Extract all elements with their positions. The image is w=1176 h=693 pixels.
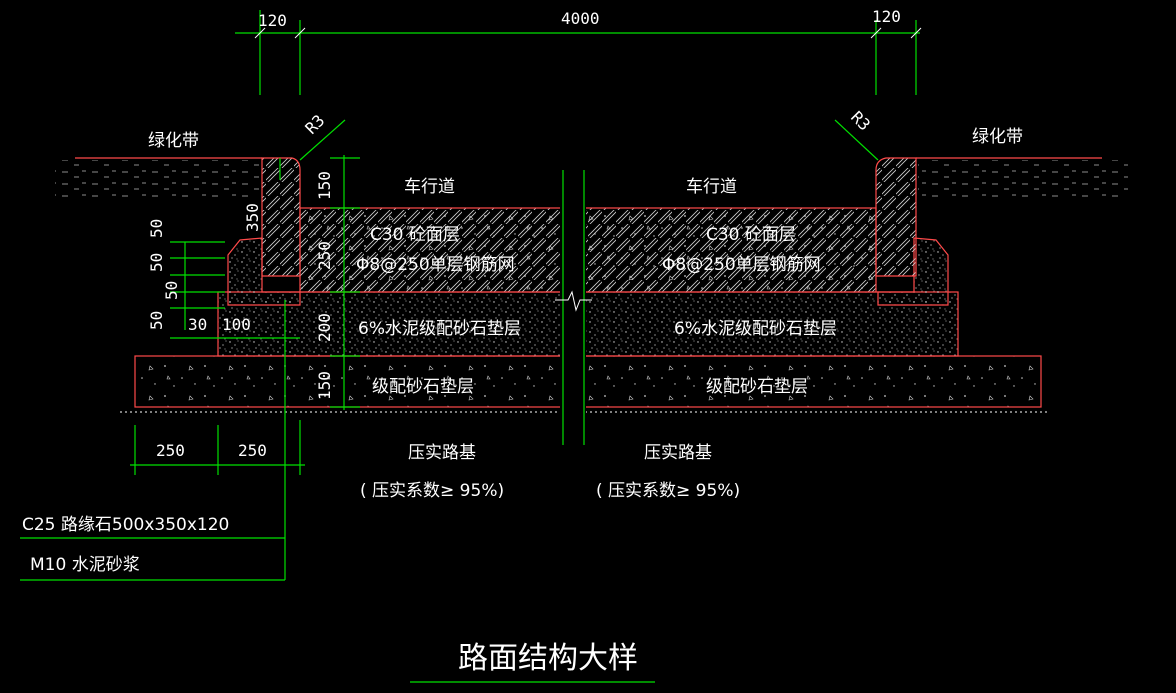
surface-layer: C30 砼面层 Φ8@250单层钢筋网 C30 砼面层 Φ8@250单层钢筋网: [299, 207, 877, 293]
dim-4000: 4000: [561, 9, 600, 28]
center-break: [555, 170, 592, 445]
base-layer: 6%水泥级配砂石垫层 6%水泥级配砂石垫层: [217, 291, 959, 357]
surface-label-left: C30 砼面层: [370, 225, 460, 245]
dim-120-left: 120: [258, 11, 287, 30]
vertical-dimensions: 150 250 200 150: [315, 155, 360, 410]
greenbelt-label-right: 绿化带: [972, 127, 1023, 147]
radius-leaders: R3 R3: [299, 107, 879, 161]
radius-label-left: R3: [301, 111, 328, 138]
subgrade-notes: 压实路基 ( 压实系数≥ 95%) 压实路基 ( 压实系数≥ 95%): [360, 443, 740, 501]
vdim-200: 200: [315, 313, 334, 342]
drawing-title: 路面结构大样: [458, 641, 638, 676]
callout-curb: C25 路缘石500x350x120: [22, 515, 229, 535]
dim-100: 100: [222, 315, 251, 334]
curb-left: [227, 157, 301, 306]
greenbelt-ground: 绿化带 绿化带: [55, 127, 1128, 200]
callouts: C25 路缘石500x350x120 M10 水泥砂浆: [20, 300, 286, 581]
lane-label-right: 车行道: [686, 177, 737, 197]
bottom-dimensions: 250 250: [130, 420, 305, 475]
surface-label-right: C30 砼面层: [706, 225, 796, 245]
vdim-250: 250: [315, 241, 334, 270]
dim-50-a: 50: [147, 219, 166, 238]
dim-50-d: 50: [147, 311, 166, 330]
vdim-150-top: 150: [315, 171, 334, 200]
subbase-layer: 级配砂石垫层 级配砂石垫层: [120, 355, 1050, 413]
vdim-150-bottom: 150: [315, 371, 334, 400]
lane-label-left: 车行道: [404, 177, 455, 197]
rebar-label-right: Φ8@250单层钢筋网: [662, 255, 821, 275]
subgrade-title-left: 压实路基: [408, 443, 476, 463]
radius-label-right: R3: [847, 107, 874, 134]
top-dimension: 120 4000 120: [235, 7, 922, 95]
rebar-label-left: Φ8@250单层钢筋网: [356, 255, 515, 275]
dim-250-left: 250: [156, 441, 185, 460]
dim-50-c: 50: [162, 281, 181, 300]
curb-right: [875, 157, 949, 306]
base-label-right: 6%水泥级配砂石垫层: [674, 319, 837, 339]
subbase-label-left: 级配砂石垫层: [372, 377, 474, 397]
subbase-label-right: 级配砂石垫层: [706, 377, 808, 397]
dim-120-right: 120: [872, 7, 901, 26]
subgrade-title-right: 压实路基: [644, 443, 712, 463]
base-label-left: 6%水泥级配砂石垫层: [358, 319, 521, 339]
dim-350: 350: [243, 203, 262, 232]
curb-dimensions: 350 50 50 50 50 30 100: [147, 158, 300, 339]
subgrade-note-left: ( 压实系数≥ 95%): [360, 481, 504, 501]
subgrade-note-right: ( 压实系数≥ 95%): [596, 481, 740, 501]
drawing-title-block: 路面结构大样: [410, 641, 655, 683]
dim-250-right: 250: [238, 441, 267, 460]
callout-mortar: M10 水泥砂浆: [30, 555, 140, 575]
dim-50-b: 50: [147, 253, 166, 272]
greenbelt-label-left: 绿化带: [148, 131, 199, 151]
dim-30: 30: [188, 315, 207, 334]
